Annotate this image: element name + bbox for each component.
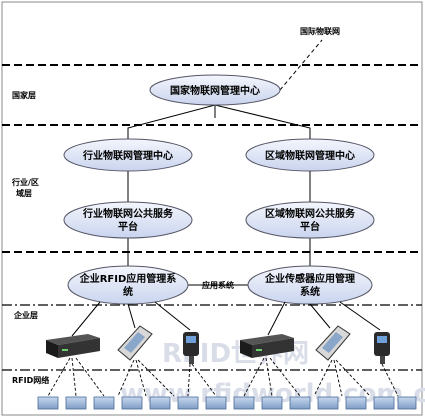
rfid-tag-icon (149, 396, 171, 410)
node-national-center-label: 国家物联网管理中心 (170, 84, 260, 97)
app-system-label: 应用系统 (202, 280, 234, 290)
reader-box-icon-1 (46, 334, 100, 358)
rfid-tag-icon (233, 396, 255, 410)
level-label-industry-1: 行业/区 (11, 177, 39, 187)
rfid-tag-icon (397, 396, 417, 410)
rfid-tag-icon (205, 396, 227, 410)
rfid-tags (37, 396, 417, 410)
level-label-rfid-network: RFID网络 (12, 375, 49, 385)
rfid-tag-icon (37, 396, 59, 410)
rfid-tag-icon (177, 396, 199, 410)
rfid-tag-icon (65, 396, 87, 410)
node-regional-platform: 区域物联网公共服务 平台 (245, 201, 375, 239)
node-regional-platform-label-2: 平台 (300, 220, 320, 233)
node-industry-center: 行业物联网管理中心 (63, 138, 193, 172)
rfid-tag-icon (373, 396, 395, 410)
international-label: 国际物联网 (300, 26, 340, 36)
rfid-tag-icon (261, 396, 283, 410)
international-link (279, 39, 323, 91)
node-regional-center-label: 区域物联网管理中心 (265, 149, 355, 162)
rfid-tag-icon (93, 396, 115, 410)
level-label-country: 国家层 (12, 90, 36, 100)
node-industry-platform-label-2: 平台 (118, 220, 138, 233)
device-tag-links (47, 357, 399, 397)
node-rfid-app: 企业RFID应用管理系 统 (67, 265, 189, 305)
app-device-links (71, 301, 381, 337)
node-rfid-app-label-1: 企业RFID应用管理系 (79, 272, 177, 285)
rfid-tag-icon (289, 396, 311, 410)
node-industry-platform-label-1: 行业物联网公共服务 (82, 207, 174, 220)
level-separators (2, 64, 422, 253)
rfid-tag-icon (345, 396, 367, 410)
reader-box-icon-2 (240, 334, 294, 358)
rfid-tag-icon (317, 396, 339, 410)
level-label-industry-2: 域层 (16, 188, 32, 198)
level-label-enterprise: 企业层 (13, 310, 38, 320)
rfid-tag-icon (121, 396, 143, 410)
node-national-center: 国家物联网管理中心 (149, 74, 281, 106)
node-sensor-app-label-1: 企业传感器应用管理 (264, 272, 355, 285)
node-industry-center-label: 行业物联网管理中心 (82, 149, 173, 162)
node-connectors (127, 104, 311, 286)
handheld-reader-icon-2 (315, 325, 351, 361)
handheld-reader-icon-1 (117, 325, 153, 361)
connector-national-to-centers (127, 104, 311, 140)
node-sensor-app-label-2: 系统 (300, 285, 320, 298)
scanner-icon-1 (183, 332, 199, 364)
node-industry-platform: 行业物联网公共服务 平台 (63, 201, 193, 239)
node-regional-center: 区域物联网管理中心 (245, 138, 375, 172)
scanner-icon-2 (374, 332, 390, 364)
node-sensor-app: 企业传感器应用管理 系统 (247, 265, 373, 305)
node-rfid-app-label-2: 统 (123, 285, 133, 298)
node-regional-platform-label-1: 区域物联网公共服务 (265, 207, 356, 220)
